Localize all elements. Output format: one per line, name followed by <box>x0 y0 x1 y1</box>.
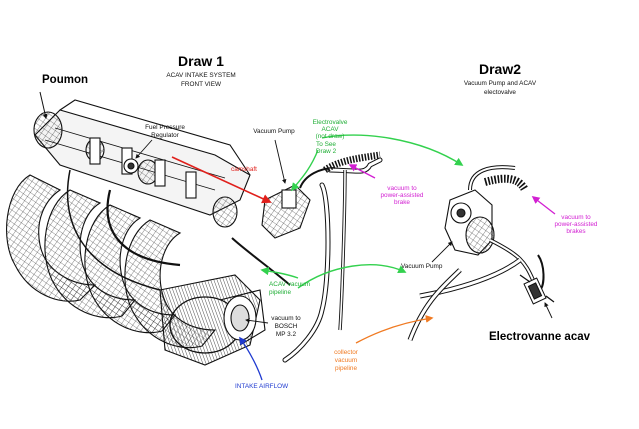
vacuum-pipelines-draw1 <box>282 151 383 363</box>
electrovanne-label: Electrovanne acav <box>489 331 591 343</box>
acav-pipeline-right-arrow <box>297 264 407 289</box>
poumon-label: Poumon <box>42 74 88 86</box>
vacuum-pump2-leader <box>431 241 453 263</box>
collector-label-line1: collector <box>334 349 358 356</box>
intake-airflow-label: INTAKE AIRFLOW <box>235 383 289 390</box>
draw1-subtitle-line1: ACAV INTAKE SYSTEM <box>166 72 236 79</box>
acav-pipeline-left-arrow <box>260 266 299 279</box>
intake-manifold <box>6 99 291 366</box>
vacuum-pump-label-2: Vacuum Pump <box>401 263 443 270</box>
electrovalve-label-line5: Draw 2 <box>315 148 337 155</box>
fuel-pressure-label-line2: Regulator <box>151 132 179 139</box>
draw2-title: Draw2 <box>478 61 522 77</box>
draw2-subtitle-line1: Vacuum Pump and ACAV <box>463 80 537 87</box>
acav-pipeline-label-line2: pipeline <box>269 289 292 296</box>
bosch-label-line3: MP 3.2 <box>275 331 297 338</box>
draw1-subtitle-line2: FRONT VIEW <box>180 81 222 88</box>
draw2-subtitle-line2: electovalve <box>484 89 516 96</box>
collector-label-line3: pipeline <box>334 365 358 372</box>
vacuum-pump1-leader <box>274 139 287 184</box>
bosch-label-line1: vacuum to <box>271 315 301 322</box>
brake-label-2-line3: brakes <box>566 228 586 235</box>
fuel-pressure-leader <box>135 139 153 159</box>
vacuum-pump-draw2 <box>444 189 495 256</box>
poumon-leader <box>39 91 48 119</box>
collector-arrow <box>355 315 434 344</box>
intake-airflow-arrow <box>239 336 263 381</box>
electrovalve-label-line4: To See <box>316 141 336 148</box>
electrovalve-label-line3: (not draw) <box>315 133 345 140</box>
electrovalve-label-line2: ACAV <box>321 126 339 133</box>
brake-label-2-line2: power-assisted <box>554 221 598 228</box>
electrovalve-to-draw2-arrow <box>321 134 464 166</box>
bosch-leader <box>245 318 269 324</box>
camshaft-arrow <box>171 156 272 204</box>
electrovanne-leader <box>544 302 553 319</box>
electrovalve-label-line1: Electrovalve <box>312 119 348 126</box>
brake-arrow-1 <box>348 164 376 179</box>
fuel-pressure-label-line1: Fuel Pressure <box>145 124 185 131</box>
bosch-label-line2: BOSCH <box>274 323 298 330</box>
collector-label-line2: vacuum <box>334 357 358 364</box>
electrovalve-pointer-arrow <box>290 149 319 192</box>
draw1-title: Draw 1 <box>178 53 224 69</box>
brake-label-1-line3: brake <box>394 199 410 206</box>
vacuum-pump-label-1: Vacuum Pump <box>253 128 295 135</box>
brake-arrow-2 <box>531 196 556 215</box>
vacuum-pipelines-draw2 <box>407 165 545 341</box>
camshaft-label: camshaft <box>231 166 257 173</box>
brake-label-1-line2: power-assisted <box>380 192 424 199</box>
brake-label-1-line1: vacuum to <box>387 185 417 192</box>
acav-pipeline-label-line1: ACAV vacuum <box>269 281 311 288</box>
brake-label-2-line1: vacuum to <box>561 214 591 221</box>
electrovalve-acav-draw2 <box>519 274 555 305</box>
